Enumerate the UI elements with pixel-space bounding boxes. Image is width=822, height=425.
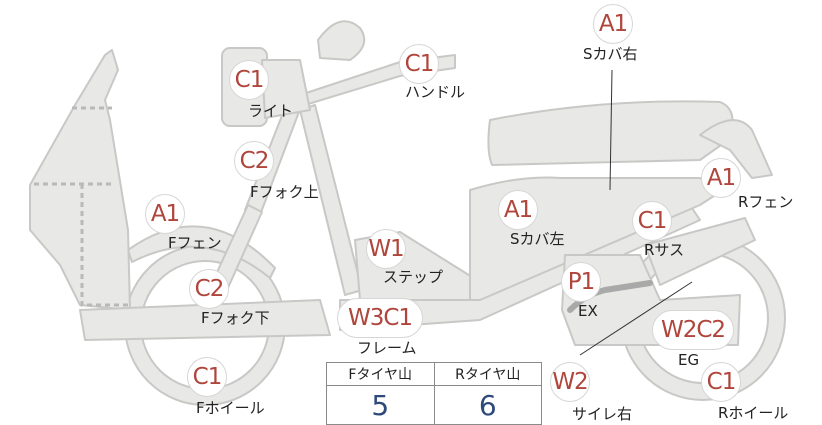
badge-light: C1 (229, 60, 269, 100)
leader-line-muffler-right (579, 281, 693, 356)
front-tread-value: 5 (326, 385, 435, 425)
badge-r-wheel: C1 (701, 362, 741, 402)
rear-tread-header: Rタイヤ山 (433, 362, 542, 386)
badge-frame: W3C1 (337, 298, 423, 338)
badge-step: W1 (366, 229, 406, 269)
label-handle: ハンドル (405, 83, 466, 101)
badge-engine: W2C2 (652, 310, 734, 350)
floor-shape (79, 299, 331, 341)
label-f-fork-lower: Fフォク下 (201, 309, 270, 327)
badge-f-wheel: C1 (187, 357, 227, 397)
label-engine: EG (678, 351, 700, 369)
label-frame: フレーム (357, 339, 417, 357)
guide-line-shield-low (80, 184, 128, 307)
label-step: ステップ (383, 268, 444, 286)
label-f-fender: Fフェン (168, 234, 222, 252)
badge-r-suspension: C1 (632, 201, 672, 241)
front-tread-header: Fタイヤ山 (326, 362, 435, 386)
label-r-fender: Rフェン (738, 193, 794, 211)
badge-handle: C1 (399, 44, 439, 84)
label-s-cover-right: Sカバ右 (583, 45, 638, 63)
badge-exhaust: P1 (561, 262, 601, 302)
badge-s-cover-right: A1 (593, 4, 633, 44)
label-f-wheel: Fホイール (196, 399, 265, 417)
badge-f-fork-upper: C2 (234, 141, 274, 181)
label-light: ライト (248, 102, 294, 120)
label-f-fork-upper: Fフォク上 (250, 183, 319, 201)
headlight-cowl-shape (261, 59, 311, 119)
label-exhaust: EX (578, 302, 598, 320)
leader-line-s-cover-right (609, 69, 613, 191)
tire-tread-table: Fタイヤ山 Rタイヤ山 5 6 (326, 362, 542, 425)
label-s-cover-left: Sカバ左 (510, 230, 565, 248)
badge-r-fender: A1 (701, 158, 741, 198)
label-muffler-right: サイレ右 (572, 405, 633, 423)
badge-muffler-right: W2 (550, 362, 590, 402)
badge-s-cover-left: A1 (498, 190, 538, 230)
mirror-shape (317, 20, 366, 61)
rear-fender-shape (699, 119, 773, 179)
label-r-wheel: Rホイール (718, 404, 789, 422)
leg-shield-shape (29, 49, 131, 311)
label-r-suspension: Rサス (644, 241, 685, 259)
badge-f-fork-lower: C2 (189, 269, 229, 309)
rear-suspension-shape (644, 217, 756, 286)
badge-f-fender: A1 (145, 194, 185, 234)
rear-tread-value: 6 (433, 385, 542, 425)
